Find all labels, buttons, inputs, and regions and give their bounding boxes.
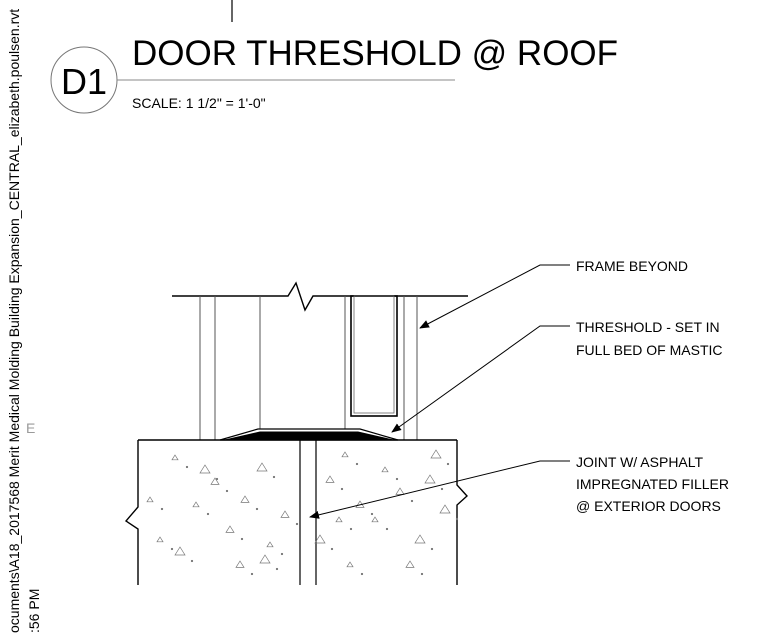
aggregate-mark (171, 454, 179, 461)
stray-mark: E (26, 420, 36, 436)
aggregate-mark (346, 561, 354, 568)
callout-frame-beyond: FRAME BEYOND (576, 258, 688, 274)
callout-threshold-line2: FULL BED OF MASTIC (576, 342, 723, 358)
plot-time-label: :56 PM (26, 588, 42, 633)
sand-dot (360, 572, 364, 576)
aggregate-mark (199, 464, 211, 474)
leader-joint (309, 460, 570, 519)
slab-right-edge (456, 440, 468, 585)
door-section (350, 295, 398, 417)
sand-dot (330, 547, 334, 551)
sand-dot (440, 487, 444, 491)
concrete-stipple (146, 449, 459, 576)
sand-dot (240, 537, 244, 541)
aggregate-mark (225, 525, 235, 533)
aggregate-mark (156, 536, 164, 543)
aggregate-mark (424, 474, 436, 484)
slab-left-edge (124, 440, 139, 585)
sand-dot (170, 547, 174, 551)
aggregate-mark (146, 496, 154, 503)
detail-scale: SCALE: 1 1/2" = 1'-0" (132, 95, 266, 111)
callout-threshold-line1: THRESHOLD - SET IN (576, 319, 720, 335)
callout-joint-line2: IMPREGNATED FILLER (576, 476, 729, 492)
sand-dot (295, 522, 299, 526)
aggregate-mark (381, 466, 389, 473)
aggregate-mark (341, 451, 349, 458)
sand-dot (395, 477, 399, 481)
sand-dot (446, 462, 450, 466)
aggregate-mark (430, 449, 442, 459)
aggregate-mark (210, 477, 220, 485)
sand-dot (430, 547, 434, 551)
aggregate-mark (414, 534, 426, 544)
sand-dot (160, 507, 164, 511)
sand-dot (250, 572, 254, 576)
sand-dot (410, 499, 414, 503)
sand-dot (215, 477, 219, 481)
detail-title: DOOR THRESHOLD @ ROOF (132, 34, 618, 73)
aggregate-mark (405, 560, 415, 568)
sand-dot (272, 475, 276, 479)
aggregate-mark (174, 546, 186, 556)
sand-dot (355, 462, 359, 466)
sand-dot (455, 517, 459, 521)
door-inner (353, 295, 395, 414)
sand-dot (370, 512, 374, 516)
file-path-label: ocuments\A18_2017568 Merit Medical Moldi… (6, 8, 22, 633)
aggregate-mark (314, 534, 326, 544)
aggregate-mark (325, 475, 335, 483)
sand-dot (385, 527, 389, 531)
aggregate-mark (439, 504, 451, 514)
sand-dot (206, 512, 210, 516)
sand-dot (280, 552, 284, 556)
aggregate-mark (335, 516, 343, 523)
aggregate-mark (192, 501, 200, 508)
aggregate-mark (235, 560, 245, 568)
detail-number: D1 (61, 61, 107, 102)
sand-dot (225, 489, 229, 493)
sand-dot (255, 507, 259, 511)
aggregate-mark (280, 510, 290, 518)
aggregate-mark (371, 516, 379, 523)
leader-frame (419, 264, 570, 329)
callout-joint-line3: @ EXTERIOR DOORS (576, 498, 721, 514)
sand-dot (420, 572, 424, 576)
sand-dot (340, 487, 344, 491)
sand-dot (190, 559, 194, 563)
wall-line (172, 281, 468, 312)
callout-joint-line1: JOINT W/ ASPHALT (576, 454, 704, 470)
aggregate-mark (256, 462, 268, 472)
aggregate-mark (395, 487, 405, 495)
sand-dot (349, 527, 353, 531)
sand-dot (185, 465, 189, 469)
leader-threshold (391, 325, 570, 433)
aggregate-mark (240, 495, 250, 503)
sand-dot (275, 567, 279, 571)
aggregate-mark (259, 554, 271, 564)
aggregate-mark (266, 541, 274, 548)
